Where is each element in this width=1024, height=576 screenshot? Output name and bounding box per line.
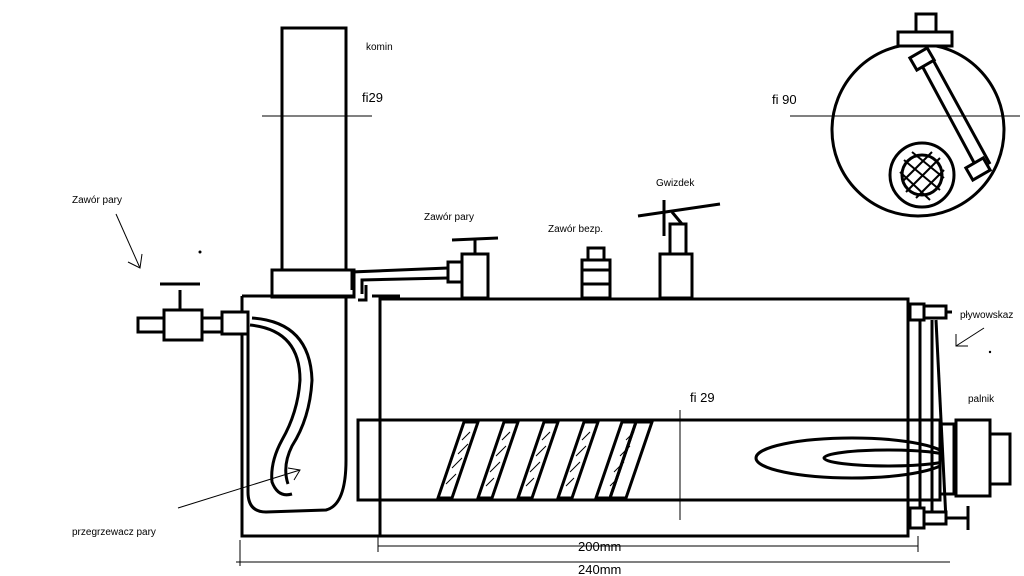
whistle: [637, 200, 721, 300]
chimney: [262, 26, 372, 299]
arrow-plywowskaz: [955, 327, 985, 347]
label-gwizdek: Gwizdek: [656, 178, 695, 189]
superheater-coil: [249, 316, 314, 497]
label-plywowskaz: pływowskaz: [960, 310, 1013, 321]
label-dim-200: 200mm: [578, 539, 621, 554]
boiler-body: [240, 294, 910, 538]
label-zawor-pary-top: Zawór pary: [424, 212, 474, 223]
label-komin: komin: [366, 42, 393, 53]
flame: [754, 436, 954, 480]
label-zawor-bezp: Zawór bezp.: [548, 224, 603, 235]
arrow-zawor-pary: [115, 213, 143, 269]
dot-mark: [988, 350, 992, 354]
safety-valve: [580, 246, 612, 300]
label-fi29-top: fi29: [362, 90, 383, 105]
arrows: [115, 213, 985, 509]
label-palnik: palnik: [968, 394, 995, 405]
dimension-lines: [236, 536, 950, 566]
firebox: [246, 285, 368, 514]
steam-pipe: [350, 266, 449, 294]
water-level-gauge: [908, 302, 970, 530]
hatched-bars: [435, 420, 655, 500]
label-przegrzewacz: przegrzewacz pary: [72, 527, 156, 538]
label-dim-240: 240mm: [578, 562, 621, 576]
arrow-przegrzewacz: [177, 467, 301, 509]
dot-mark: [198, 250, 202, 254]
cross-section: [790, 12, 1020, 218]
top-steam-valve: [446, 236, 499, 300]
burner: [938, 418, 1012, 498]
label-fi29-mid: fi 29: [690, 390, 715, 405]
label-fi90: fi 90: [772, 92, 797, 107]
left-steam-valve: [136, 282, 250, 342]
label-zawor-pary-left: Zawór pary: [72, 195, 122, 206]
